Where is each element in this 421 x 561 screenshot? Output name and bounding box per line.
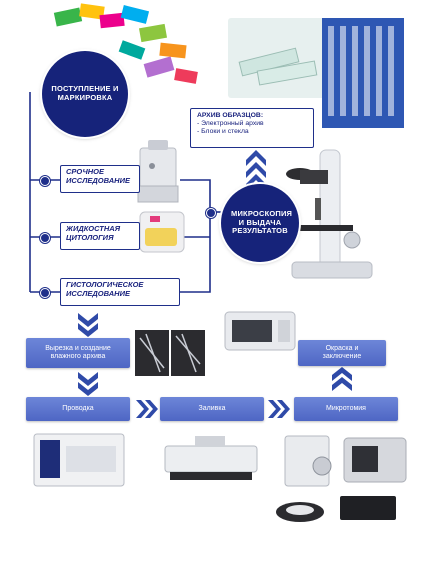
processing-label: Проводка [62, 405, 93, 413]
microtomy-box: Микротомия [294, 397, 398, 421]
tissue-processor-image [34, 434, 124, 486]
urgent-study-tag: СРОЧНОЕ ИССЛЕДОВАНИЕ [60, 165, 140, 193]
instruments-case-image [135, 330, 205, 376]
microscopy-circle: МИКРОСКОПИЯ И ВЫДАЧА РЕЗУЛЬТАТОВ [221, 184, 299, 262]
reception-label: ПОСТУПЛЕНИЕ И МАРКИРОВКА [50, 85, 120, 102]
archive-item-electronic: - Электронный архив [197, 120, 307, 128]
up-chevrons-staining [332, 367, 352, 391]
microscope-image [286, 150, 372, 278]
right-chevrons-2 [268, 400, 290, 418]
embedding-label: Заливка [199, 405, 226, 413]
cytology-device-image [140, 212, 184, 252]
cutting-label: Вырезка и создание влажного архива [30, 345, 126, 361]
cryostat-image [138, 140, 178, 202]
staining-box: Окраска и заключение [298, 340, 386, 366]
liquid-cytology-tag: ЖИДКОСТНАЯ ЦИТОЛОГИЯ [60, 222, 140, 250]
archive-title: АРХИВ ОБРАЗЦОВ: [197, 112, 307, 120]
dot-urgent [40, 176, 50, 186]
microscopy-label: МИКРОСКОПИЯ И ВЫДАЧА РЕЗУЛЬТАТОВ [231, 210, 289, 236]
down-chevrons-top [78, 313, 98, 337]
right-chevrons-1 [136, 400, 158, 418]
urgent-study-label: СРОЧНОЕ ИССЛЕДОВАНИЕ [66, 167, 130, 185]
staining-label: Окраска и заключение [307, 345, 377, 361]
down-chevrons-bottom [78, 372, 98, 396]
microtomy-label: Микротомия [326, 405, 366, 413]
microtome-image [276, 436, 406, 522]
archive-box: АРХИВ ОБРАЗЦОВ: - Электронный архив - Бл… [190, 108, 314, 148]
embedding-station-image [165, 436, 257, 480]
archive-item-blocks: - Блоки и стекла [197, 128, 307, 136]
dot-histology [40, 288, 50, 298]
cutting-box: Вырезка и создание влажного архива [26, 338, 130, 368]
embedding-box: Заливка [160, 397, 264, 421]
dot-liquid [40, 233, 50, 243]
histology-study-tag: ГИСТОЛОГИЧЕСКОЕ ИССЛЕДОВАНИЕ [60, 278, 180, 306]
liquid-cytology-label: ЖИДКОСТНАЯ ЦИТОЛОГИЯ [66, 224, 120, 242]
stainer-image [225, 312, 295, 350]
dot-microscopy [206, 208, 216, 218]
histology-study-label: ГИСТОЛОГИЧЕСКОЕ ИССЛЕДОВАНИЕ [66, 280, 143, 298]
reception-circle: ПОСТУПЛЕНИЕ И МАРКИРОВКА [42, 51, 128, 137]
processing-box: Проводка [26, 397, 130, 421]
